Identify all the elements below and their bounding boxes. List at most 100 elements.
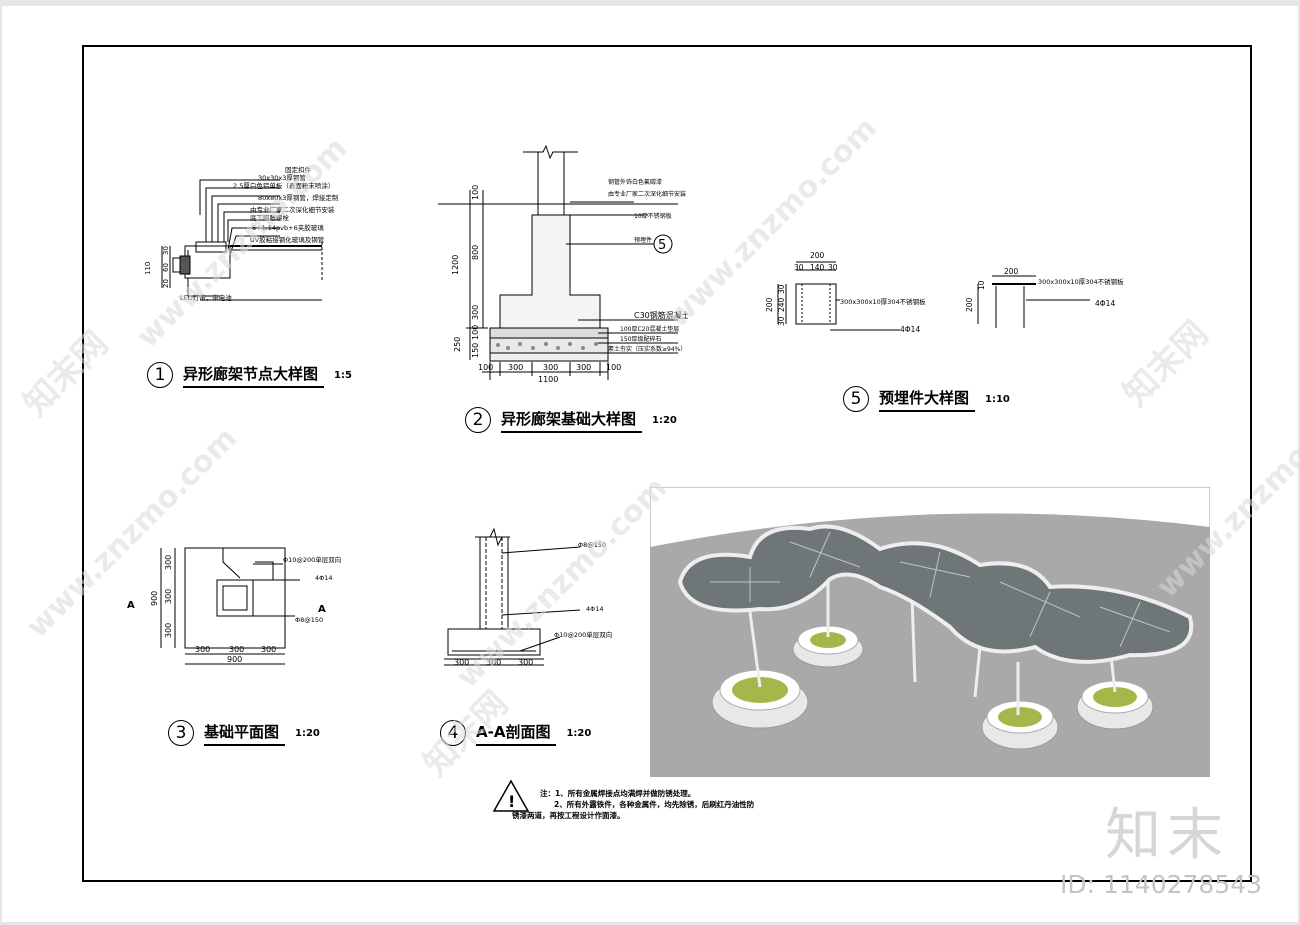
detail4-hdim-1: 300 bbox=[486, 658, 501, 667]
detail3-label-2: Φ8@150 bbox=[295, 616, 323, 624]
detail4-label-0: Φ8@150 bbox=[578, 541, 606, 549]
svg-text:!: ! bbox=[508, 792, 515, 811]
detail2-hdim-2: 300 bbox=[543, 363, 558, 372]
detail5-plan-vdim-2: 240 bbox=[777, 297, 786, 312]
detail4-number: 4 bbox=[440, 720, 466, 746]
note-line-3: 锈漆两道，再按工程设计作面漆。 bbox=[512, 811, 625, 820]
detail1-label-4: 由专业厂家二次深化细节安装 bbox=[250, 205, 335, 214]
detail2-vdim-3: 300 bbox=[471, 305, 480, 320]
detail5-plan-dim-2: 140 bbox=[810, 263, 825, 272]
detail5-plan-vdim-3: 30 bbox=[777, 316, 786, 326]
columns bbox=[748, 577, 1117, 715]
detail4-label-2: Φ10@200单层双向 bbox=[554, 630, 612, 639]
detail1-title: 1 异形廊架节点大样图 1:5 bbox=[147, 362, 352, 388]
detail3-number: 3 bbox=[168, 720, 194, 746]
detail3-hdim-1: 300 bbox=[229, 645, 244, 654]
detail2-hdim-1: 300 bbox=[508, 363, 523, 372]
detail1-label-7: UV胶粘接钢化玻璃及钢管 bbox=[250, 235, 325, 244]
detail2-vdim-4: 250 bbox=[453, 337, 462, 352]
detail2-number: 2 bbox=[465, 407, 491, 433]
detail1-label-1: 30x30x3厚钢管 bbox=[258, 173, 306, 182]
detail2-label-4: C30钢筋混凝土 bbox=[634, 310, 688, 320]
detail5-plate-label: 300x300x10厚304不锈钢板 bbox=[840, 297, 926, 306]
canopy-slats bbox=[710, 531, 1171, 648]
pergola-3d-render bbox=[650, 487, 1210, 777]
detail4-scale: 1:20 bbox=[566, 727, 592, 739]
detail5-number: 5 bbox=[843, 386, 869, 412]
detail5-side-bar-label: 4Φ14 bbox=[1095, 299, 1115, 308]
detail1-label-2: 2.5厚白色铝单板（表面粉末喷涂） bbox=[233, 181, 334, 190]
detail2-label-5: 100厚C20混凝土垫层 bbox=[620, 325, 679, 333]
detail3-vdim-2: 300 bbox=[164, 623, 173, 638]
detail3-name: 基础平面图 bbox=[204, 721, 286, 746]
detail1-label-5: 底丁膨胀螺栓 bbox=[250, 213, 290, 222]
detail2-drawing: 5 钢管外饰白色氟碳漆 由专业厂家二次深化细节安装 10厚不锈钢板 预埋件 C3… bbox=[438, 144, 688, 384]
detail1-label-0: 固定扣件 bbox=[285, 165, 312, 174]
detail5-plan-dim-1: 30 bbox=[794, 263, 804, 272]
detail1-dim-2: 110 bbox=[144, 262, 152, 275]
detail2-total: 1100 bbox=[538, 375, 558, 384]
detail1-dim-1: 60 bbox=[162, 263, 170, 272]
detail4-label-1: 4Φ14 bbox=[586, 605, 604, 613]
detail2-label-3: 预埋件 bbox=[634, 236, 652, 244]
detail5-side-dim-1: 10 bbox=[977, 280, 986, 290]
detail4-hdim-2: 300 bbox=[518, 658, 533, 667]
note-line-2: 2、所有外露铁件，各种金属件，均先除锈，后刷红丹油性防 bbox=[554, 800, 755, 809]
detail2-hdim-3: 300 bbox=[576, 363, 591, 372]
detail2-label-2: 10厚不锈钢板 bbox=[634, 212, 672, 220]
detail3-section-left: A bbox=[127, 600, 135, 611]
detail3-vdim-0: 300 bbox=[164, 555, 173, 570]
detail4-drawing: Φ8@150 4Φ14 Φ10@200单层双向 300 300 300 bbox=[444, 527, 612, 667]
detail2-label-0: 钢管外饰白色氟碳漆 bbox=[608, 178, 662, 186]
detail5-side-dim-2: 200 bbox=[965, 297, 974, 312]
note-line-1: 注：1、所有金属焊接点均满焊并做防锈处理。 bbox=[540, 789, 696, 798]
detail1-dim-3: 20 bbox=[162, 279, 170, 288]
detail3-scale: 1:20 bbox=[295, 727, 320, 739]
detail1-name: 异形廊架节点大样图 bbox=[183, 363, 325, 388]
canopy bbox=[677, 524, 1194, 664]
detail5-side-dim-0: 200 bbox=[1004, 267, 1019, 276]
detail2-vdim-5: 100 bbox=[471, 325, 480, 340]
detail2-label-7: 素土夯实（压实系数≥94%） bbox=[608, 345, 686, 353]
detail3-htotal: 900 bbox=[227, 655, 242, 664]
detail3-label-0: Φ10@200单层双向 bbox=[283, 555, 341, 564]
detail1-dim-0: 30 bbox=[162, 246, 170, 255]
detail1-scale: 1:5 bbox=[334, 369, 352, 381]
detail1-label-8: LED灯带，带电池 bbox=[180, 293, 232, 302]
warning-icon: ! bbox=[492, 779, 530, 812]
detail3-label-1: 4Φ14 bbox=[315, 574, 333, 582]
detail2-hdim-0: 100 bbox=[478, 363, 493, 372]
design-notes: 注：1、所有金属焊接点均满焊并做防锈处理。 2、所有外露铁件，各种金属件，均先除… bbox=[512, 788, 780, 821]
image-id: ID: 1140278543 bbox=[1060, 870, 1263, 899]
detail1-label-3: 80x80x3厚钢管，焊接定制 bbox=[258, 193, 339, 202]
detail2-badge: 5 bbox=[658, 238, 666, 253]
detail5-scale: 1:10 bbox=[985, 393, 1010, 405]
detail2-callout-badge bbox=[653, 234, 673, 254]
detail2-label-6: 150厚级配碎石 bbox=[620, 335, 661, 343]
detail2-vdim-2: 800 bbox=[471, 245, 480, 260]
detail5-plan-dim-0: 200 bbox=[810, 251, 825, 260]
detail4-hdim-0: 300 bbox=[454, 658, 469, 667]
detail5-name: 预埋件大样图 bbox=[879, 387, 976, 412]
detail1-number: 1 bbox=[147, 362, 173, 388]
detail2-vdim-0: 100 bbox=[471, 185, 480, 200]
detail1-drawing: 固定扣件 30x30x3厚钢管 2.5厚白色铝单板（表面粉末喷涂） 80x80x… bbox=[144, 165, 339, 302]
drawing-frame bbox=[82, 45, 1252, 882]
detail2-name: 异形廊架基础大样图 bbox=[501, 408, 643, 433]
detail2-vdim-6: 150 bbox=[471, 343, 480, 358]
detail3-vdim-1: 300 bbox=[164, 589, 173, 604]
detail5-drawing: 200 30 140 30 200 30 240 30 300x300x10厚3… bbox=[765, 251, 1124, 334]
detail5-plan-vdim-0: 200 bbox=[765, 297, 774, 312]
detail5-side-plate-label: 300x300x10厚304不锈钢板 bbox=[1038, 277, 1124, 286]
detail4-name: A-A剖面图 bbox=[476, 721, 557, 746]
detail3-vtotal: 900 bbox=[150, 591, 159, 606]
detail5-plan-vdim-1: 30 bbox=[777, 284, 786, 294]
detail5-bar-label: 4Φ14 bbox=[900, 325, 920, 334]
detail2-hdim-4: 100 bbox=[606, 363, 621, 372]
detail5-title: 5 预埋件大样图 1:10 bbox=[843, 386, 1010, 412]
detail4-title: 4 A-A剖面图 1:20 bbox=[440, 720, 591, 746]
detail3-section-right: A bbox=[318, 604, 326, 615]
detail5-plan-dim-3: 30 bbox=[828, 263, 838, 272]
detail3-drawing: Φ10@200单层双向 4Φ14 Φ8@150 A A 300 300 300 … bbox=[127, 547, 341, 665]
detail3-hdim-0: 300 bbox=[195, 645, 210, 654]
